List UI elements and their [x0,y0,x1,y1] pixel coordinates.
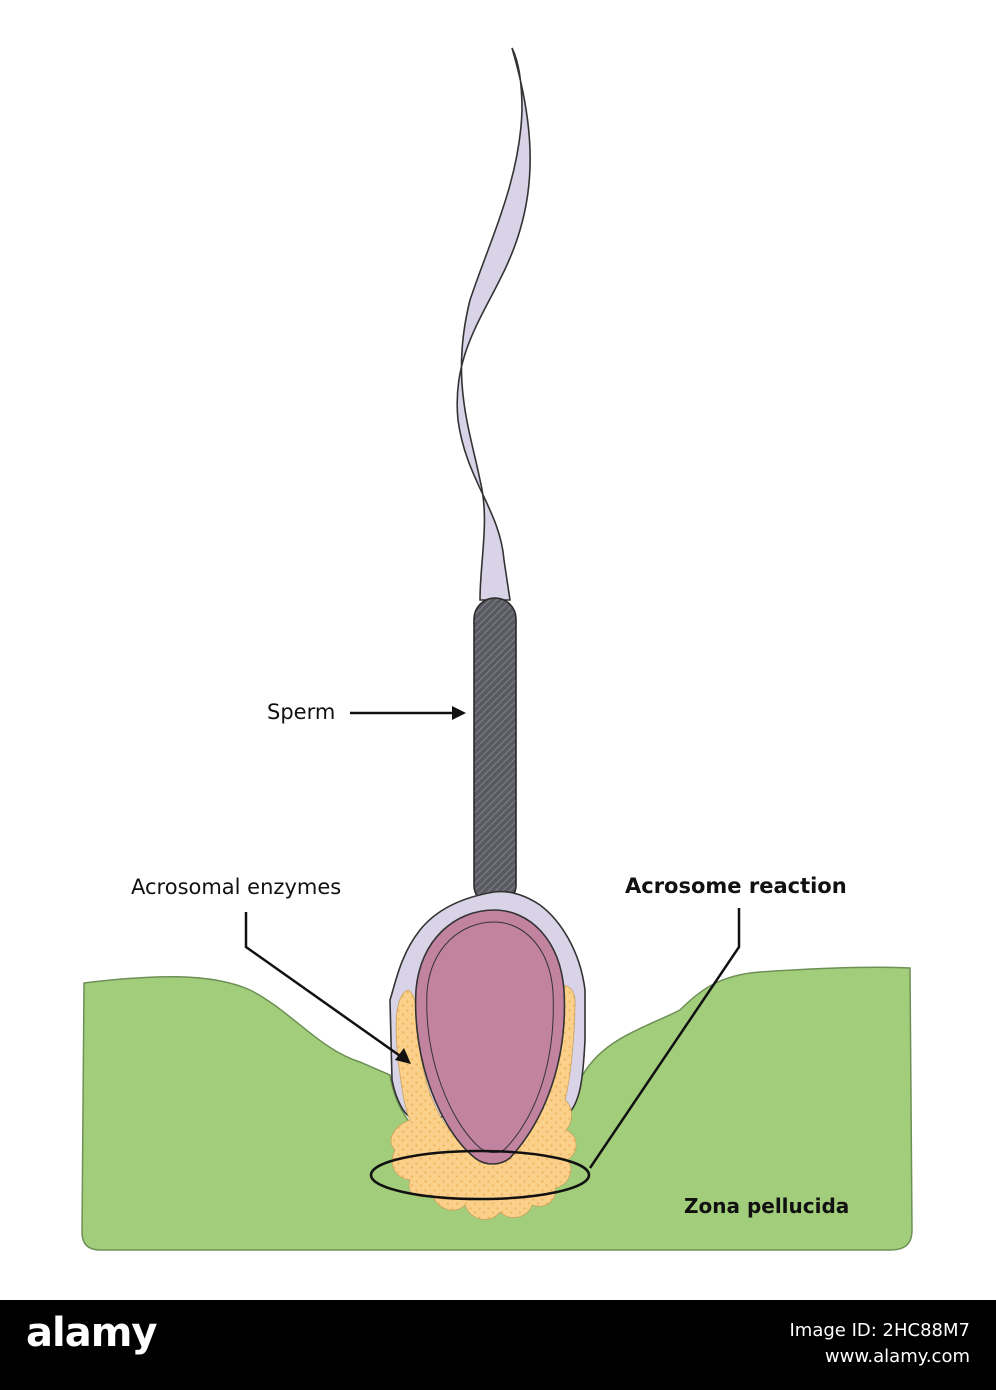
footer-bar: alamy Image ID: 2HC88M7 www.alamy.com [0,1300,996,1390]
enzymes-leader-line [244,912,404,1060]
label-sperm: Sperm [267,700,336,724]
image-id-text: Image ID: 2HC88M7 [789,1320,971,1341]
site-url-text: www.alamy.com [824,1346,970,1367]
label-zona-pellucida: Zona pellucida [684,1194,850,1218]
sperm-nucleus [414,909,566,1165]
label-acrosomal-enzymes: Acrosomal enzymes [131,875,342,899]
sperm-arrowhead [452,706,466,720]
sperm-midpiece [473,597,517,907]
acrosome-reaction-ellipse [369,1149,591,1201]
nucleus-inner-outline [426,921,554,1153]
sperm-tail [456,47,531,601]
brand-logo: alamy [26,1310,157,1356]
zona-pellucida-region [81,966,913,1251]
label-acrosome-reaction: Acrosome reaction [625,874,847,898]
acrosome-reaction-diagram [81,47,913,1251]
enzymes-arrowhead [395,1048,411,1064]
reaction-leader-line [588,908,741,1169]
